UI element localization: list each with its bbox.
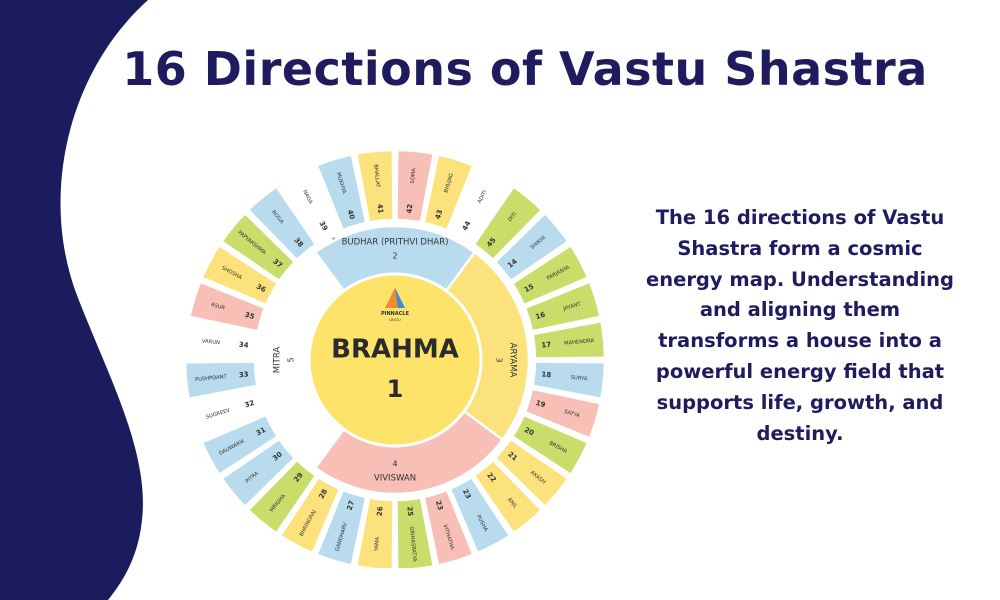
outer-sector-name: JAYANT xyxy=(562,301,583,312)
outer-sector-number: 36 xyxy=(255,283,267,295)
outer-sector xyxy=(246,184,318,262)
outer-sector xyxy=(395,496,436,568)
outer-sector xyxy=(472,184,544,262)
outer-sector-number: 25 xyxy=(405,506,414,517)
outer-sector-name: MAHENDRA xyxy=(564,338,595,347)
outer-sector-name: ASUR xyxy=(210,302,226,312)
outer-sector-number: 33 xyxy=(238,370,249,379)
outer-sector-number: 28 xyxy=(318,488,330,500)
outer-sector xyxy=(187,387,267,440)
middle-sector-number: 2 xyxy=(392,252,397,261)
logo-name: PINNACLE xyxy=(381,311,410,317)
outer-sector xyxy=(422,488,475,568)
outer-sector xyxy=(246,458,318,536)
middle-sector-name: BUDHAR (PRITHVI DHAR) xyxy=(342,238,449,248)
outer-sector-number: 41 xyxy=(376,203,385,214)
outer-sector xyxy=(493,211,571,283)
outer-sector-name: SURYA xyxy=(570,375,588,383)
description-text: The 16 directions of Vastu Shastra form … xyxy=(645,206,954,445)
outer-sector xyxy=(185,360,259,401)
outer-sector-number: 17 xyxy=(541,341,552,350)
outer-sector xyxy=(531,360,605,401)
outer-sector xyxy=(200,413,280,477)
middle-sector-number: 3 xyxy=(495,357,504,362)
outer-sector-number: 23 xyxy=(461,488,473,500)
outer-sector xyxy=(278,475,342,555)
page-title: 16 Directions of Vastu Shastra xyxy=(122,42,928,96)
logo-sub: VASTU xyxy=(389,318,401,322)
outer-sector-name: PUSHPDANT xyxy=(195,374,228,383)
outer-sector xyxy=(185,319,259,360)
outer-sector-name: DITI xyxy=(507,211,518,223)
outer-sector-number: 35 xyxy=(244,311,256,322)
outer-sector-number: 44 xyxy=(461,220,473,232)
outer-sector xyxy=(448,165,512,245)
navy-wave-shape xyxy=(0,0,148,600)
outer-sector-number: 27 xyxy=(346,500,357,512)
outer-sector-number: 31 xyxy=(255,426,267,438)
outer-sector xyxy=(523,387,603,440)
outer-sector xyxy=(219,211,297,283)
outer-sector-number: 18 xyxy=(541,370,552,379)
middle-sector-name: MITRA xyxy=(273,347,283,374)
outer-sector xyxy=(354,148,395,224)
middle-sector-number: 4 xyxy=(392,460,397,469)
outer-sector xyxy=(278,165,342,245)
outer-sector-number: 34 xyxy=(238,341,249,350)
middle-sector-number: 5 xyxy=(287,357,296,362)
outer-sector-name: BHALLAT xyxy=(372,164,380,189)
middle-sector-name: ARYAMA xyxy=(508,343,518,378)
outer-sector xyxy=(315,152,368,232)
outer-sector xyxy=(315,488,368,568)
outer-sector xyxy=(187,280,267,333)
outer-sector-name: GRIHASPATYA xyxy=(408,526,417,562)
outer-sector xyxy=(219,437,297,509)
outer-sector xyxy=(523,280,603,333)
middle-sector-name: VIVISWAN xyxy=(374,474,416,484)
brahma-number: 1 xyxy=(387,375,404,403)
outer-sector xyxy=(200,243,280,307)
brahma-center xyxy=(307,272,483,448)
outer-sector-number: 16 xyxy=(535,311,547,322)
outer-sector-number: 15 xyxy=(523,282,535,294)
outer-sector xyxy=(472,458,544,536)
outer-sector-number: 20 xyxy=(523,426,535,438)
outer-sector-number: 32 xyxy=(244,399,256,410)
outer-sector-name: SATYA xyxy=(563,409,581,420)
outer-sector-name: BHUJAG xyxy=(443,173,455,194)
brahma-label: BRAHMA xyxy=(331,335,459,365)
outer-sector xyxy=(510,243,590,307)
outer-sector-number: 19 xyxy=(535,399,547,410)
outer-sector xyxy=(531,319,605,360)
outer-sector xyxy=(354,496,395,568)
outer-sector-number: 39 xyxy=(318,220,330,232)
outer-sector xyxy=(422,152,475,232)
outer-sector-name: VARUN xyxy=(202,338,221,346)
outer-sector xyxy=(395,148,436,224)
logo-triangle-right xyxy=(395,288,405,308)
outer-sector xyxy=(493,437,571,509)
outer-sector xyxy=(510,413,590,477)
outer-sector-number: 23 xyxy=(434,500,445,512)
outer-sector-number: 42 xyxy=(405,203,414,214)
outer-sector-name: SOMA xyxy=(410,168,418,184)
outer-sector xyxy=(448,475,512,555)
outer-sector-number: 40 xyxy=(346,209,357,221)
outer-sector-number: 26 xyxy=(376,506,385,517)
outer-sector-name: YAMA xyxy=(374,536,382,552)
outer-sector-number: 43 xyxy=(434,209,445,221)
